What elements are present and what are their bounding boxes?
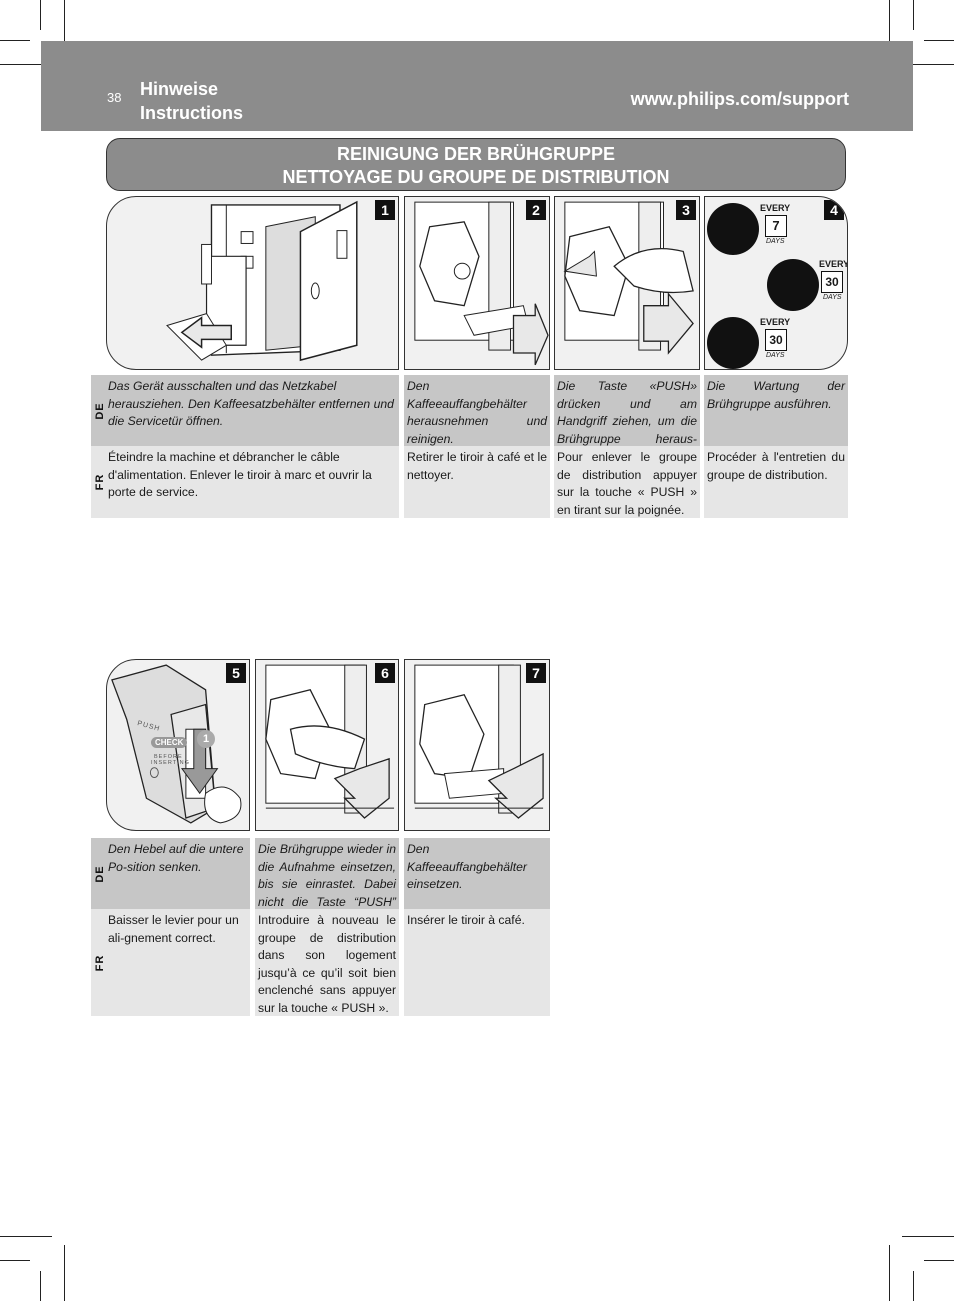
crop-mark bbox=[64, 1245, 65, 1301]
crop-mark bbox=[0, 64, 52, 65]
inserting-label: INSERTING bbox=[151, 760, 190, 766]
step-4-text-de: Die Wartung der Brühgruppe ausführen. bbox=[704, 375, 848, 446]
step-1-illustration: 1 bbox=[106, 196, 399, 370]
frequency-label: EVERY bbox=[760, 317, 791, 327]
crop-mark bbox=[0, 40, 30, 41]
crop-mark bbox=[889, 1245, 890, 1301]
calendar-icon: 30 bbox=[765, 329, 787, 351]
step-number-badge: 3 bbox=[676, 200, 696, 220]
step-marker: 1 bbox=[197, 730, 215, 748]
degrease-icon bbox=[707, 317, 759, 369]
brew-group-removal-drawing bbox=[563, 201, 694, 355]
lubricate-icon bbox=[767, 259, 819, 311]
step-1-text-fr: Éteindre la machine et débrancher le câb… bbox=[105, 446, 399, 518]
banner-title-de: REINIGUNG DER BRÜHGRUPPE bbox=[336, 144, 616, 164]
frequency-label: EVERY bbox=[819, 259, 848, 269]
step-7-illustration: 7 bbox=[404, 659, 550, 831]
step-number-badge: 2 bbox=[526, 200, 546, 220]
step-2-text-fr: Retirer le tiroir à café et le nettoyer. bbox=[404, 446, 550, 518]
frequency-unit: DAYS bbox=[766, 238, 785, 245]
calendar-icon: 30 bbox=[821, 271, 843, 293]
step-6-text-de: Die Brühgruppe wieder in die Aufnahme ei… bbox=[255, 838, 399, 926]
banner-title-fr: NETTOYAGE DU GROUPE DE DISTRIBUTION bbox=[282, 167, 670, 187]
crop-mark bbox=[0, 1236, 52, 1237]
section-banner: REINIGUNG DER BRÜHGRUPPE NETTOYAGE DU GR… bbox=[106, 138, 846, 191]
lang-label-fr: FR bbox=[91, 909, 108, 1016]
frequency-unit: DAYS bbox=[823, 294, 842, 301]
brew-group-drawing bbox=[414, 201, 549, 366]
frequency-label: EVERY bbox=[760, 203, 791, 213]
crop-mark bbox=[889, 0, 890, 62]
crop-mark bbox=[924, 40, 954, 41]
calendar-icon: 7 bbox=[765, 215, 787, 237]
step-2-text-de: Den Kaffeeauffangbehälter herausnehmen u… bbox=[404, 375, 550, 446]
check-label: CHECK bbox=[151, 737, 188, 748]
step-number-badge: 4 bbox=[824, 200, 844, 220]
step-number-badge: 1 bbox=[375, 200, 395, 220]
step-3-text-fr: Pour enlever le groupe de distribution a… bbox=[554, 446, 700, 518]
step-4-illustration: EVERY 7 DAYS EVERY 30 DAYS EVERY 30 DAYS… bbox=[704, 196, 848, 370]
machine-drawing bbox=[166, 200, 358, 362]
step-number-badge: 7 bbox=[526, 663, 546, 683]
step-4-text-fr: Procéder à l'entretien du groupe de dist… bbox=[704, 446, 848, 518]
step-5-text-fr: Baisser le levier pour un ali-gnement co… bbox=[105, 909, 250, 1016]
crop-mark bbox=[913, 1271, 914, 1301]
step-3-text-de: Die Taste «PUSH» drücken und am Handgrif… bbox=[554, 375, 700, 463]
crop-mark bbox=[64, 0, 65, 62]
lang-label-de: DE bbox=[91, 838, 108, 909]
drip-tray-insert-drawing bbox=[414, 664, 544, 819]
crop-mark bbox=[902, 1236, 954, 1237]
step-1-text-de: Das Gerät ausschalten und das Netzkabel … bbox=[105, 375, 399, 446]
crop-mark bbox=[902, 64, 954, 65]
step-7-text-de: Den Kaffeeauffangbehälter einsetzen. bbox=[404, 838, 550, 909]
step-6-text-fr: Introduire à nouveau le groupe de distri… bbox=[255, 909, 399, 1016]
crop-mark bbox=[924, 1260, 954, 1261]
section-title-fr: Instructions bbox=[140, 103, 244, 123]
step-5-illustration: PUSH CHECK BEFORE INSERTING 1 5 bbox=[106, 659, 250, 831]
step-number-badge: 5 bbox=[226, 663, 246, 683]
step-7-text-fr: Insérer le tiroir à café. bbox=[404, 909, 550, 1016]
brew-group-insert-drawing bbox=[265, 664, 395, 819]
section-title-de: Hinweise bbox=[140, 79, 219, 99]
page-number: 38 bbox=[107, 90, 122, 105]
step-6-illustration: 6 bbox=[255, 659, 399, 831]
page-header: 38 Hinweise Instructions www.philips.com… bbox=[41, 41, 913, 131]
step-5-text-de: Den Hebel auf die untere Po-sition senke… bbox=[105, 838, 250, 909]
crop-mark bbox=[913, 0, 914, 30]
crop-mark bbox=[40, 0, 41, 30]
support-url[interactable]: www.philips.com/support bbox=[630, 89, 849, 109]
step-3-illustration: 3 bbox=[554, 196, 700, 370]
crop-mark bbox=[40, 1271, 41, 1301]
before-label: BEFORE bbox=[154, 754, 183, 760]
lang-label-fr: FR bbox=[91, 446, 108, 518]
lang-label-de: DE bbox=[91, 375, 108, 446]
crop-mark bbox=[0, 1260, 30, 1261]
frequency-unit: DAYS bbox=[766, 352, 785, 359]
step-number-badge: 6 bbox=[375, 663, 395, 683]
rinse-icon bbox=[707, 203, 759, 255]
step-2-illustration: 2 bbox=[404, 196, 550, 370]
